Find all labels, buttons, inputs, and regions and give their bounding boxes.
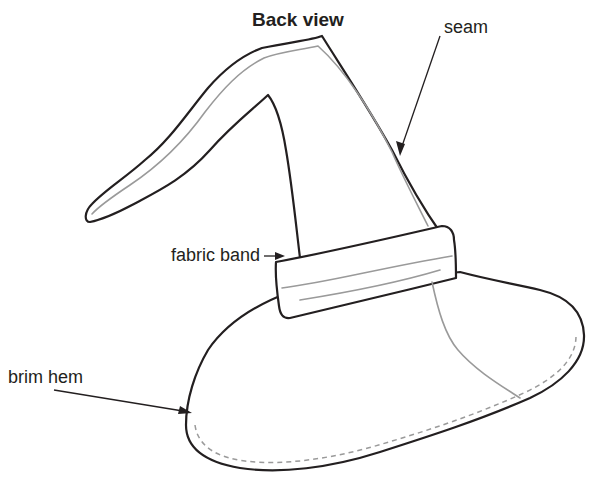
part-label: seam (444, 18, 488, 38)
part-label: brim hem (8, 368, 83, 388)
band-fold (282, 256, 452, 288)
hat-cone (86, 36, 440, 258)
arrowhead (275, 252, 285, 260)
part-label: fabric band (171, 246, 260, 266)
arrowhead (396, 141, 405, 156)
seam-line-brim (432, 282, 520, 398)
seam-line (92, 46, 428, 226)
leader-line (400, 36, 440, 152)
band-crease (300, 270, 440, 300)
hat-brim (186, 272, 584, 470)
view-title: Back view (252, 10, 344, 31)
hem-stitching (195, 336, 576, 462)
leader-line (54, 390, 189, 412)
arrowhead (178, 406, 192, 414)
fabric-band (276, 226, 456, 318)
